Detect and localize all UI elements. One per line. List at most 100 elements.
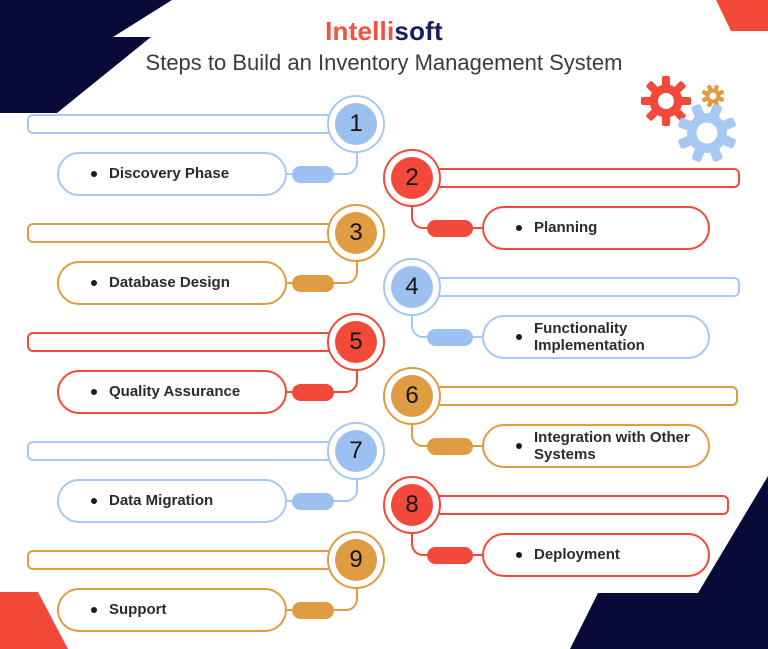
bullet-icon <box>91 171 97 177</box>
step-number: 8 <box>405 491 419 518</box>
step-connector <box>332 358 358 393</box>
step-number: 3 <box>349 219 363 246</box>
step-circle: 9 <box>327 531 385 589</box>
bullet-icon <box>91 607 97 613</box>
step-solid-pill <box>292 384 334 401</box>
step-solid-pill <box>427 438 473 455</box>
step-label: Planning <box>534 219 598 237</box>
bullet-icon <box>516 443 522 449</box>
step-label-pill: Planning <box>482 206 710 250</box>
step-circle: 8 <box>383 476 441 534</box>
brand-logo-part2: soft <box>394 16 443 46</box>
step-solid-pill <box>427 547 473 564</box>
bottom-right-navy-shape <box>570 476 768 649</box>
brand-logo: Intellisoft <box>0 16 768 47</box>
step-connector-line <box>283 500 297 502</box>
step-connector <box>411 303 431 338</box>
gears-decoration <box>641 76 737 163</box>
step-number: 4 <box>405 273 419 300</box>
step-solid-pill <box>292 602 334 619</box>
step-circle: 7 <box>327 422 385 480</box>
bullet-icon <box>91 280 97 286</box>
step-label: Database Design <box>109 274 230 292</box>
top-left-navy-shape <box>0 0 172 113</box>
step-connector-line <box>283 173 297 175</box>
step-label-pill: Support <box>57 588 287 632</box>
step-label-pill: Functionality Implementation <box>482 315 710 359</box>
step-track <box>27 550 358 570</box>
brand-logo-part1: Intelli <box>325 16 395 46</box>
step-number: 6 <box>405 382 419 409</box>
step-number: 9 <box>349 546 363 573</box>
step-solid-pill <box>292 166 334 183</box>
step-connector <box>411 521 431 556</box>
step-circle-fill: 9 <box>335 539 377 581</box>
step-number: 1 <box>349 110 363 137</box>
step-label-pill: Discovery Phase <box>57 152 287 196</box>
step-solid-pill <box>427 220 473 237</box>
bullet-icon <box>91 389 97 395</box>
step-connector <box>332 249 358 284</box>
bullet-icon <box>516 225 522 231</box>
step-circle-fill: 8 <box>391 484 433 526</box>
bullet-icon <box>91 498 97 504</box>
step-circle: 2 <box>383 149 441 207</box>
blue-gear-icon <box>677 103 737 163</box>
step-connector-line <box>470 445 484 447</box>
step-number: 5 <box>349 328 363 355</box>
bullet-icon <box>516 552 522 558</box>
step-circle-fill: 7 <box>335 430 377 472</box>
step-circle-fill: 6 <box>391 375 433 417</box>
step-connector <box>332 576 358 611</box>
step-connector <box>411 412 431 447</box>
step-label: Integration with Other Systems <box>534 428 690 463</box>
step-connector <box>332 467 358 502</box>
step-label: Discovery Phase <box>109 165 230 183</box>
step-circle: 5 <box>327 313 385 371</box>
page-title: Steps to Build an Inventory Management S… <box>145 50 623 75</box>
step-connector-line <box>283 282 297 284</box>
step-connector-line <box>470 227 484 229</box>
step-label: Support <box>109 601 167 619</box>
step-number: 7 <box>349 437 363 464</box>
step-circle: 1 <box>327 95 385 153</box>
step-label-pill: Database Design <box>57 261 287 305</box>
step-circle-fill: 1 <box>335 103 377 145</box>
step-circle-fill: 3 <box>335 212 377 254</box>
step-circle-fill: 2 <box>391 157 433 199</box>
step-circle-fill: 5 <box>335 321 377 363</box>
step-connector-line <box>283 391 297 393</box>
top-right-red-shape <box>716 0 768 31</box>
step-circle: 4 <box>383 258 441 316</box>
step-solid-pill <box>292 493 334 510</box>
bottom-left-red-shape <box>0 592 68 649</box>
step-number: 2 <box>405 164 419 191</box>
orange-gear-icon <box>701 84 725 108</box>
step-circle-fill: 4 <box>391 266 433 308</box>
step-label: Data Migration <box>109 492 214 510</box>
step-circle: 6 <box>383 367 441 425</box>
step-connector <box>332 140 358 175</box>
step-label: Deployment <box>534 546 620 564</box>
bullet-icon <box>516 334 522 340</box>
step-label-pill: Data Migration <box>57 479 287 523</box>
step-connector-line <box>283 609 297 611</box>
step-solid-pill <box>427 329 473 346</box>
step-label-pill: Quality Assurance <box>57 370 287 414</box>
step-circle: 3 <box>327 204 385 262</box>
step-label-pill: Deployment <box>482 533 710 577</box>
step-label: Functionality Implementation <box>534 319 645 354</box>
step-connector <box>411 194 431 229</box>
step-connector-line <box>470 554 484 556</box>
